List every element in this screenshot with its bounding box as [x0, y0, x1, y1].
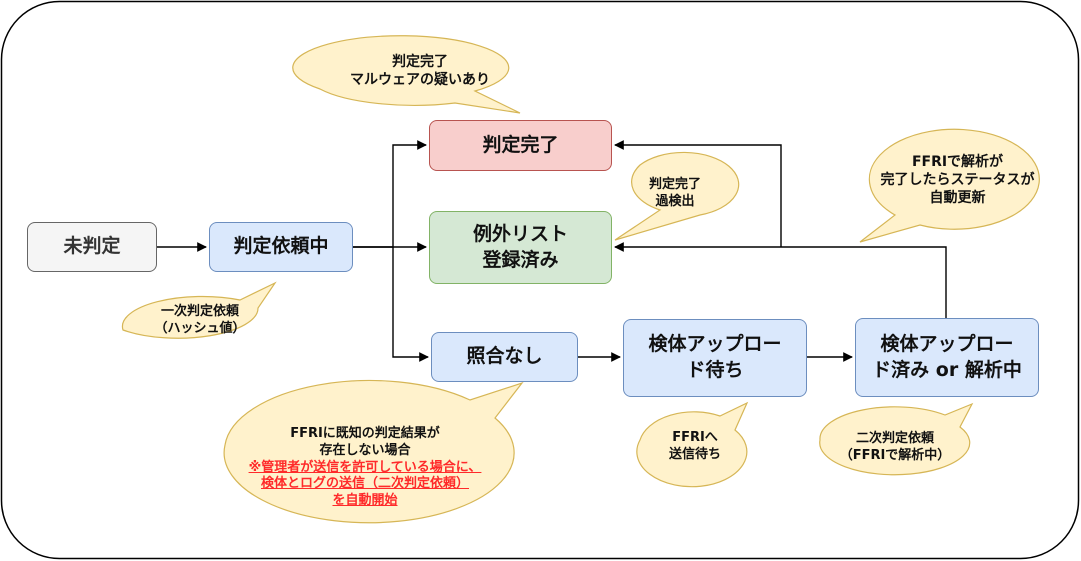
node-shogo-label: 照合なし — [466, 345, 543, 368]
node-kanryo: 判定完了 — [429, 120, 612, 171]
callout-ffri-auto-line1: FFRIで解析が — [911, 153, 1004, 170]
node-reigai-label-line2: 登録済み — [482, 248, 559, 271]
callout-false-positive: 判定完了 過検出 — [625, 172, 725, 216]
callout-false-positive-bubble — [614, 151, 740, 241]
node-mihantei-label: 未判定 — [63, 235, 121, 258]
callout-hash-line2: （ハッシュ値） — [154, 321, 246, 336]
callout-no-match: FFRIに既知の判定結果が 存在しない場合 ※管理者が送信を許可している場合に、… — [220, 418, 510, 518]
edge-upload-done-to-reigai — [614, 242, 947, 318]
callout-no-match-warning-line2: 検体とログの送信（二次判定依頼） — [260, 476, 469, 492]
callout-ffri-auto-line2: 完了したらステータスが — [880, 171, 1035, 188]
callout-false-positive-line1: 判定完了 — [648, 177, 701, 193]
node-kanryo-label: 判定完了 — [482, 133, 559, 156]
callout-ffri-auto-bubble — [859, 128, 1040, 243]
callout-no-match-line1: FFRIに既知の判定結果が — [290, 425, 440, 441]
node-irai: 判定依頼中 — [209, 222, 353, 272]
callout-second-line1: 二次判定依頼 — [855, 431, 934, 447]
node-shogo: 照合なし — [431, 332, 578, 382]
callout-malware-line1: 判定完了 — [392, 53, 448, 70]
callout-ffri-auto: FFRIで解析が 完了したらステータスが 自動更新 — [860, 148, 1055, 212]
node-upload-wait: 検体アップロー ド待ち — [623, 319, 807, 397]
node-upload-done: 検体アップロー ド済み or 解析中 — [855, 318, 1039, 397]
node-upload-wait-label-line2: ド待ち — [686, 359, 744, 381]
callout-no-match-warning-line3: を自動開始 — [332, 493, 398, 509]
callout-malware: 判定完了 マルウェアの疑いあり — [300, 49, 540, 93]
callout-false-positive-line2: 過検出 — [655, 194, 695, 209]
callout-send-wait: FFRIへ 送信待ち — [640, 425, 750, 469]
callout-send-wait-bubble — [636, 401, 749, 488]
node-mihantei: 未判定 — [27, 222, 157, 272]
callout-hash-bubble — [121, 281, 277, 339]
callout-send-wait-line1: FFRIへ — [672, 430, 718, 446]
callout-no-match-line2: 存在しない場合 — [319, 442, 411, 458]
callout-no-match-bubble — [223, 379, 524, 524]
node-irai-label: 判定依頼中 — [233, 235, 329, 258]
callout-no-match-warning-line1: ※管理者が送信を許可している場合に、 — [248, 459, 482, 475]
node-upload-done-label-line2: ド済み or 解析中 — [872, 358, 1022, 381]
node-upload-done-label-line1: 検体アップロー — [880, 332, 1014, 355]
callout-ffri-auto-line3: 自動更新 — [929, 190, 986, 207]
callout-second-bubble — [819, 402, 974, 476]
callout-malware-bubble — [292, 35, 521, 114]
callout-second: 二次判定依頼 （FFRIで解析中） — [815, 426, 975, 470]
callout-send-wait-line2: 送信待ち — [668, 447, 721, 462]
callout-hash-line1: 一次判定依頼 — [160, 304, 239, 320]
callout-second-line2: （FFRIで解析中） — [839, 448, 951, 463]
callout-hash: 一次判定依頼 （ハッシュ値） — [125, 300, 275, 342]
node-reigai: 例外リスト 登録済み — [429, 211, 612, 284]
callout-malware-line2: マルウェアの疑いあり — [350, 72, 490, 88]
node-upload-wait-label-line1: 検体アップロー — [648, 333, 782, 356]
edge-irai-to-shogo — [392, 247, 429, 362]
node-reigai-label-line1: 例外リスト — [472, 222, 568, 245]
edge-upload-done-to-kanryo — [614, 140, 782, 247]
